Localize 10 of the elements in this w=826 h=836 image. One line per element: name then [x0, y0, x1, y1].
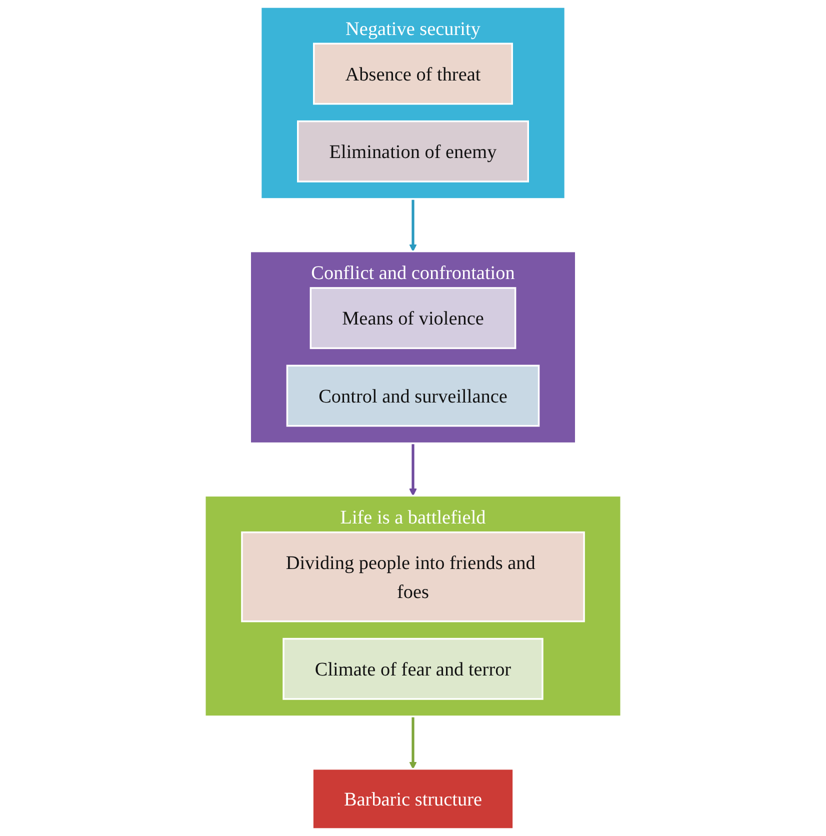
- arrow: [409, 198, 417, 252]
- node-box: Absence of threat: [313, 42, 513, 105]
- node-box: Climate of fear and terror: [282, 638, 544, 700]
- node-box: Elimination of enemy: [297, 120, 529, 182]
- node-box: Barbaric structure: [312, 768, 514, 830]
- arrow: [409, 716, 417, 770]
- node-box: Means of violence: [310, 287, 516, 350]
- node-box: Dividing people into friends and foes: [241, 531, 585, 622]
- arrow: [409, 443, 417, 496]
- node-box: Control and surveillance: [286, 364, 540, 427]
